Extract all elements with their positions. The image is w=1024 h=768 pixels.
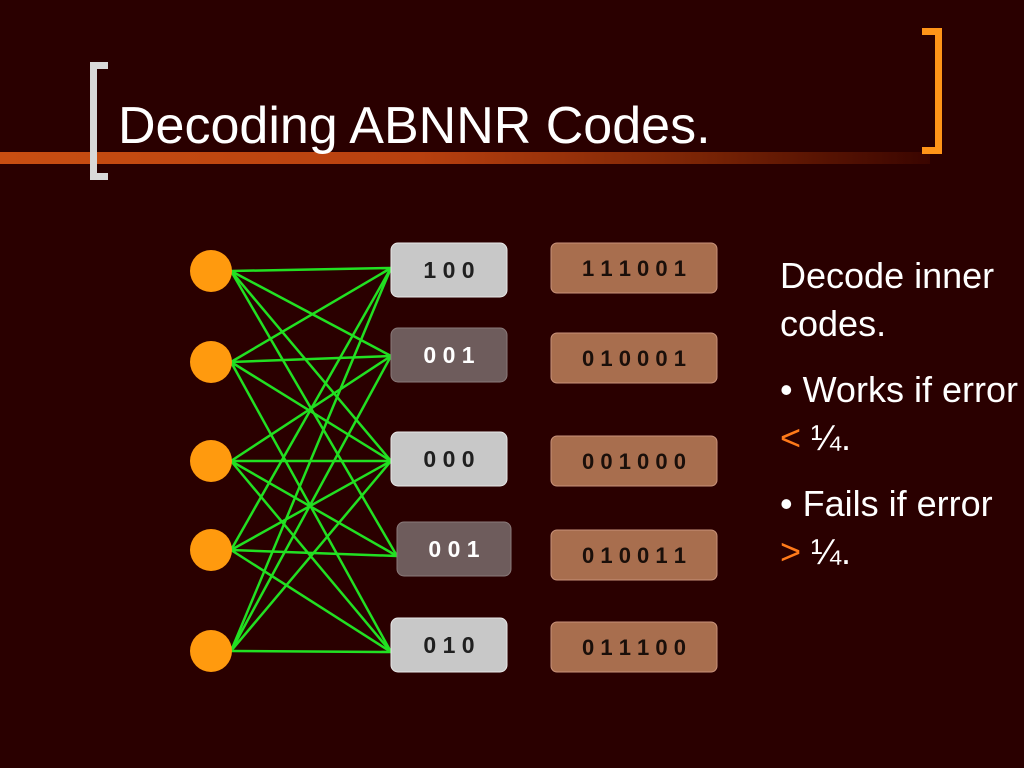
inner-code-box bbox=[390, 327, 508, 383]
edge-line bbox=[230, 354, 392, 364]
outer-code-group: 1 1 1 0 0 1 0 1 0 0 0 1 0 0 1 0 0 0 0 1 0 0… bbox=[550, 242, 718, 673]
note-fails-text: • Fails if error bbox=[780, 483, 993, 524]
note-fails-fraction: ¼. bbox=[801, 531, 852, 572]
title-underline-bar bbox=[0, 152, 930, 164]
inner-code-group: 1 0 0 0 0 1 0 0 0 0 0 1 0 1 0 bbox=[390, 242, 512, 673]
outer-code-label: 0 0 1 0 0 0 bbox=[582, 449, 686, 474]
left-node-circle bbox=[190, 630, 232, 672]
outer-code-box bbox=[550, 621, 718, 673]
inner-code-box bbox=[390, 617, 508, 673]
outer-code-box bbox=[550, 435, 718, 487]
edge-line bbox=[230, 269, 392, 358]
edge-line bbox=[229, 267, 393, 652]
outer-code-box bbox=[550, 242, 718, 294]
left-node-circle bbox=[190, 341, 232, 383]
note-greater-than-symbol: > bbox=[780, 531, 802, 572]
edge-line bbox=[230, 266, 392, 273]
node-group bbox=[190, 250, 232, 672]
outer-code-box bbox=[550, 332, 718, 384]
inner-code-label: 0 0 1 bbox=[428, 536, 479, 562]
outer-code-box bbox=[550, 529, 718, 581]
left-node-circle bbox=[190, 529, 232, 571]
note-decode-inner: Decode inner codes. bbox=[780, 255, 995, 344]
edge-line bbox=[230, 649, 392, 654]
note-less-than-symbol: < bbox=[780, 417, 802, 458]
edge-line bbox=[230, 270, 392, 462]
slide-title: Decoding ABNNR Codes. bbox=[118, 97, 711, 155]
inner-code-label: 1 0 0 bbox=[423, 257, 474, 283]
outer-code-label: 1 1 1 0 0 1 bbox=[582, 256, 686, 281]
note-works-fraction: ¼. bbox=[801, 417, 852, 458]
note-works-if: • Works if error < ¼. bbox=[780, 366, 1020, 462]
inner-code-box bbox=[390, 242, 508, 298]
note-fails-if: • Fails if error > ¼. bbox=[780, 480, 1020, 576]
edge-line bbox=[230, 548, 392, 654]
inner-code-box bbox=[390, 431, 508, 487]
inner-code-label: 0 0 1 bbox=[423, 342, 474, 368]
outer-code-label: 0 1 0 0 1 1 bbox=[582, 543, 686, 568]
edge-group bbox=[229, 266, 399, 654]
left-node-circle bbox=[190, 440, 232, 482]
edge-line bbox=[229, 355, 393, 652]
left-node-circle bbox=[190, 250, 232, 292]
inner-code-label: 0 0 0 bbox=[423, 446, 474, 472]
note-works-text: • Works if error bbox=[780, 369, 1018, 410]
edge-line bbox=[230, 266, 392, 364]
side-notes: Decode inner codes. • Works if error < ¼… bbox=[780, 252, 1020, 594]
outer-code-label: 0 1 1 1 0 0 bbox=[582, 635, 686, 660]
edge-line bbox=[230, 460, 392, 652]
left-bracket-decoration bbox=[90, 62, 108, 180]
inner-code-box bbox=[396, 521, 512, 577]
right-bracket-decoration bbox=[922, 28, 942, 154]
edge-line bbox=[230, 459, 398, 558]
inner-code-label: 0 1 0 bbox=[423, 632, 474, 658]
outer-code-label: 0 1 0 0 0 1 bbox=[582, 346, 686, 371]
edge-line bbox=[229, 267, 393, 551]
